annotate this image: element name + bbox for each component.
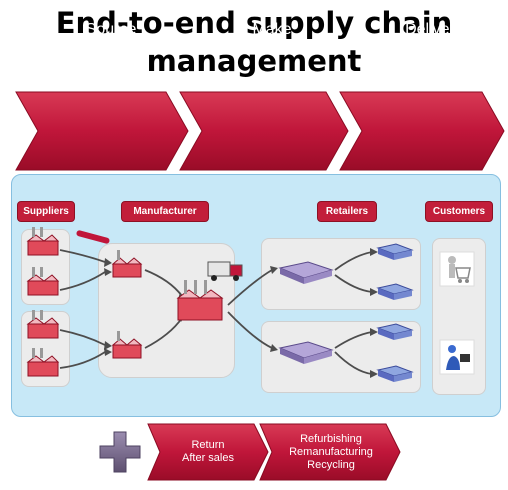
- plus-icon: [99, 431, 141, 473]
- flow-arrow: [59, 329, 106, 346]
- chevron-deliver[interactable]: [339, 91, 505, 171]
- flow-arrow: [59, 271, 106, 291]
- factory-icon: [26, 348, 60, 377]
- store-icon: [376, 243, 414, 260]
- flow-arrow: [334, 251, 373, 271]
- assembly-plant-icon: [176, 280, 224, 321]
- factory-icon: [111, 331, 143, 359]
- store-icon: [376, 283, 414, 300]
- header-customers: Customers: [425, 201, 493, 222]
- flow-arrow: [334, 351, 373, 375]
- chevron-source[interactable]: [15, 91, 189, 171]
- factory-icon: [111, 250, 143, 278]
- flow-arrow: [334, 274, 373, 293]
- header-retailers: Retailers: [317, 201, 377, 222]
- chevron-return[interactable]: [147, 423, 269, 481]
- factory-icon: [26, 310, 60, 339]
- store-icon: [376, 323, 414, 340]
- flow-arrow: [144, 269, 183, 297]
- flow-arrow: [144, 317, 183, 349]
- factory-icon: [26, 267, 60, 296]
- flow-arrow: [227, 311, 273, 349]
- flow-arrow: [59, 351, 106, 369]
- shopping-cart-customer-icon: [439, 251, 475, 287]
- factory-icon: [26, 227, 60, 256]
- truck-icon: [207, 261, 243, 281]
- page-title: End-to-end supply chain management: [55, 6, 453, 78]
- flow-arrow: [334, 331, 373, 349]
- flow-arrow: [227, 269, 273, 306]
- flow-arrow: [59, 249, 106, 263]
- chevron-refurbishing[interactable]: [259, 423, 401, 481]
- warehouse-icon: [278, 341, 334, 364]
- header-manufacturer: Manufacturer: [121, 201, 209, 222]
- pipe-icon: [76, 230, 110, 244]
- warehouse-icon: [278, 261, 334, 284]
- computer-customer-icon: [439, 339, 475, 375]
- store-icon: [376, 365, 414, 382]
- chevron-make[interactable]: [179, 91, 349, 171]
- header-suppliers: Suppliers: [17, 201, 75, 222]
